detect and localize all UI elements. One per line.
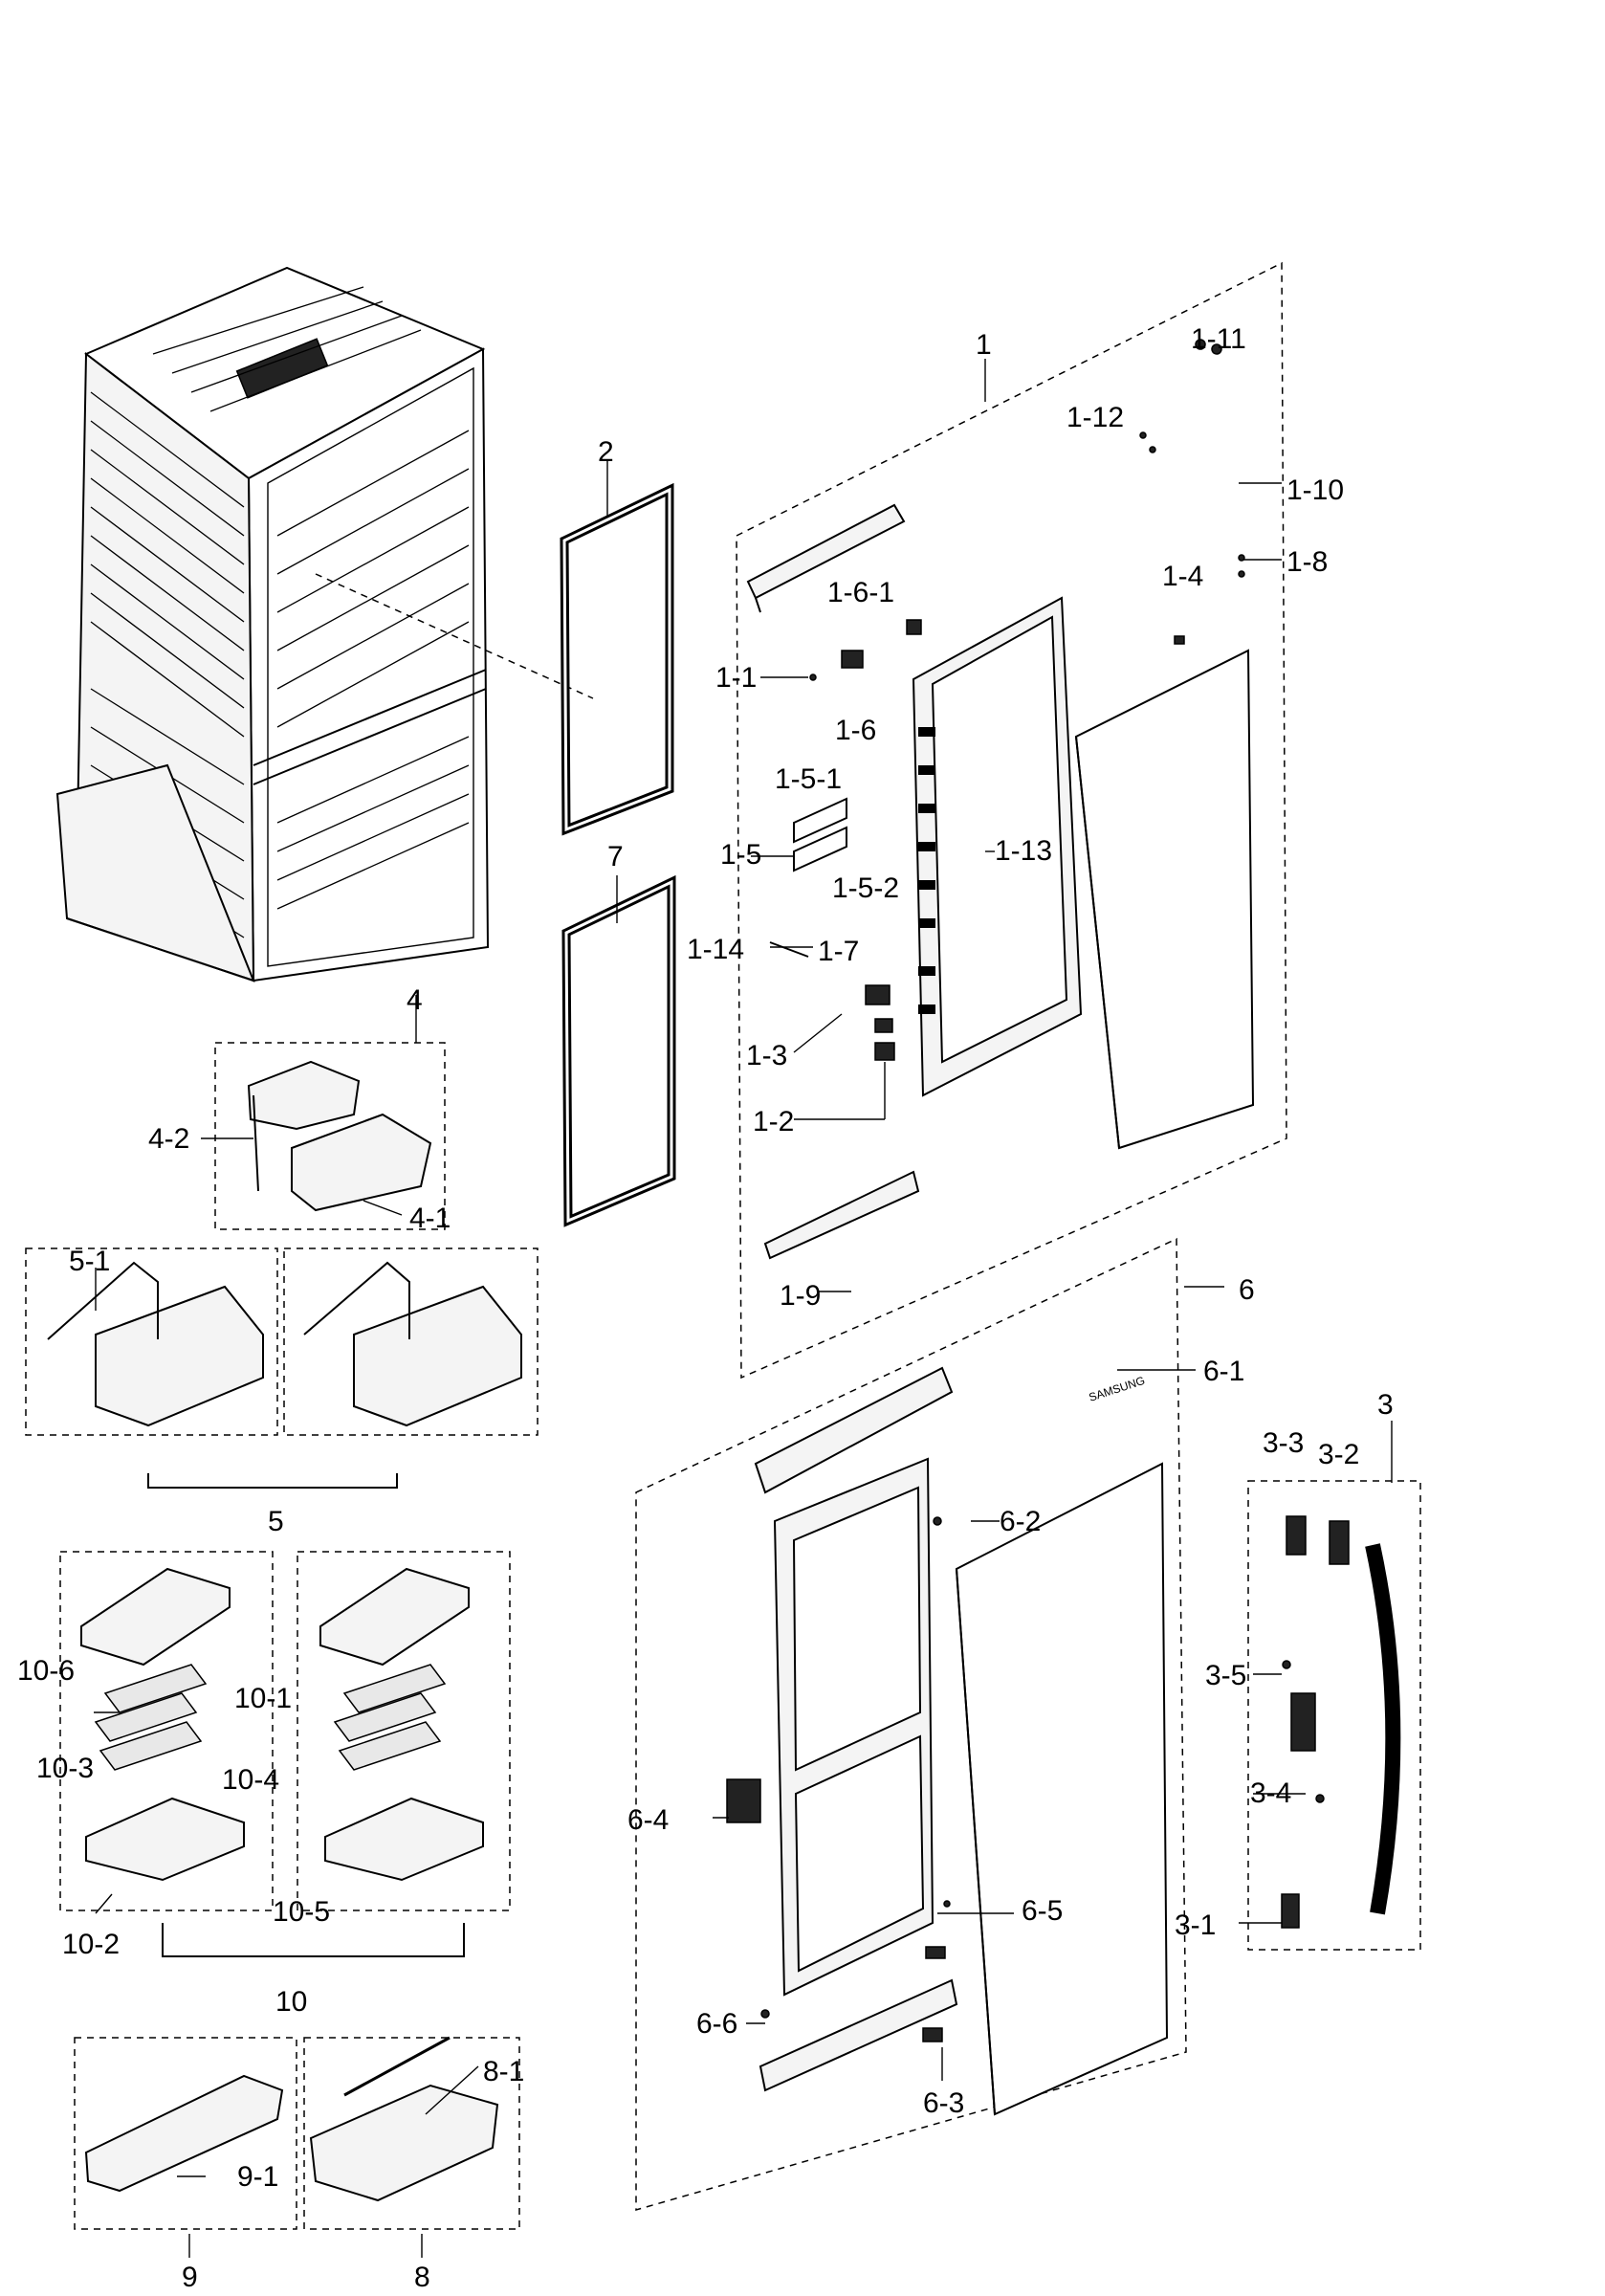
group-4-door-guard xyxy=(214,1042,446,1230)
callout-1-7: 1-7 xyxy=(818,936,859,967)
callout-10-3: 10-3 xyxy=(36,1753,94,1784)
callout-1-6-1: 1-6-1 xyxy=(827,577,894,608)
callout-3-5: 3-5 xyxy=(1205,1660,1246,1691)
group-8-door-bin xyxy=(303,2036,520,2258)
callout-1-10: 1-10 xyxy=(1286,475,1344,506)
callout-3-2: 3-2 xyxy=(1318,1439,1359,1470)
callout-8: 8 xyxy=(414,2262,430,2293)
callout-1-2: 1-2 xyxy=(753,1106,794,1137)
callout-1-4: 1-4 xyxy=(1162,561,1203,592)
callout-6-4: 6-4 xyxy=(627,1804,669,1836)
callout-9: 9 xyxy=(182,2262,198,2293)
callout-8-1: 8-1 xyxy=(483,2056,524,2087)
callout-1: 1 xyxy=(976,329,992,361)
group-3-door-handle xyxy=(1247,1480,1421,1951)
callout-1-3: 1-3 xyxy=(746,1040,787,1071)
callout-1-5-1: 1-5-1 xyxy=(775,763,842,795)
callout-6-2: 6-2 xyxy=(1000,1506,1041,1537)
callout-1-11: 1-11 xyxy=(1191,323,1246,355)
callout-4-1: 4-1 xyxy=(409,1203,451,1234)
callout-10-5: 10-5 xyxy=(273,1896,330,1928)
callout-6: 6 xyxy=(1239,1274,1255,1306)
callout-leaders xyxy=(94,359,1393,2177)
callout-1-12: 1-12 xyxy=(1066,402,1124,433)
callout-4-2: 4-2 xyxy=(148,1123,189,1155)
callout-10-4: 10-4 xyxy=(222,1764,279,1796)
callout-6-1: 6-1 xyxy=(1203,1356,1244,1387)
callout-7: 7 xyxy=(607,841,624,872)
refrigerator-cabinet xyxy=(55,266,594,982)
callout-1-13: 1-13 xyxy=(995,835,1052,867)
group-1-right-fridge-door xyxy=(736,261,1287,1380)
callout-2: 2 xyxy=(598,436,614,468)
callout-labels: 1 1-11 1-12 1-10 1-8 1-4 1-6-1 1-1 1-6 1… xyxy=(17,323,1394,2293)
callout-1-1: 1-1 xyxy=(715,662,757,694)
door-brand-mark: SAMSUNG xyxy=(1088,1374,1147,1404)
group-5-bins xyxy=(25,1247,539,1489)
callout-3-1: 3-1 xyxy=(1175,1910,1216,1941)
group-6-left-fridge-door: SAMSUNG xyxy=(635,1237,1187,2211)
group-9-door-bin xyxy=(74,2037,297,2258)
callout-10-1: 10-1 xyxy=(234,1683,292,1714)
callout-6-3: 6-3 xyxy=(923,2087,964,2119)
callout-5-1: 5-1 xyxy=(69,1246,110,1277)
callout-1-5: 1-5 xyxy=(720,839,761,871)
callout-1-5-2: 1-5-2 xyxy=(832,872,899,904)
callout-6-6: 6-6 xyxy=(696,2008,737,2040)
callout-3-4: 3-4 xyxy=(1250,1777,1291,1809)
callout-4: 4 xyxy=(407,984,423,1016)
callout-1-8: 1-8 xyxy=(1286,546,1328,578)
gasket-lower xyxy=(561,874,676,1227)
callout-1-14: 1-14 xyxy=(687,934,744,965)
callout-10-6: 10-6 xyxy=(17,1655,75,1687)
callout-9-1: 9-1 xyxy=(237,2161,278,2193)
callout-10-2: 10-2 xyxy=(62,1929,120,1960)
callout-5: 5 xyxy=(268,1506,284,1537)
callout-6-5: 6-5 xyxy=(1022,1895,1063,1927)
callout-3-3: 3-3 xyxy=(1263,1427,1304,1459)
callout-1-6: 1-6 xyxy=(835,715,876,746)
callout-10: 10 xyxy=(275,1986,307,2018)
callout-1-9: 1-9 xyxy=(780,1280,821,1312)
group-10-drawer-parts xyxy=(59,1551,511,1957)
gasket-upper xyxy=(560,482,674,836)
callout-3: 3 xyxy=(1377,1389,1394,1421)
